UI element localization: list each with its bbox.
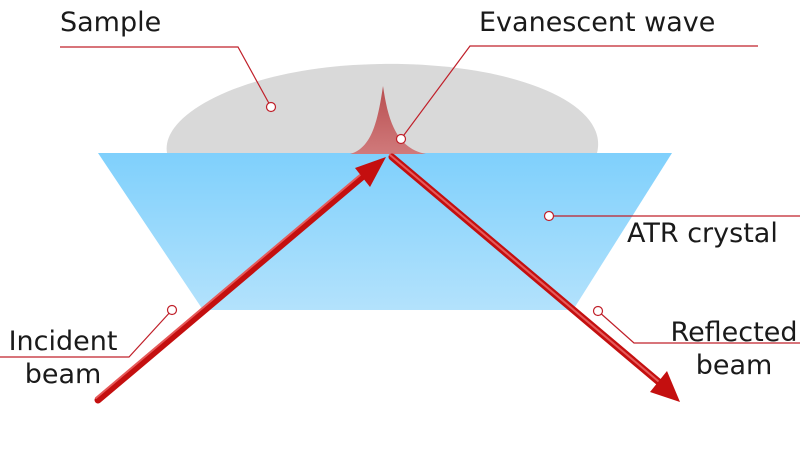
incident-beam-label: Incident beam bbox=[0, 325, 129, 391]
reflected-leader-dot bbox=[592, 305, 604, 317]
sample-leader-dot bbox=[265, 101, 277, 113]
reflected-beam-arrow bbox=[388, 153, 680, 402]
reflected-beam-label-line1: Reflected bbox=[670, 317, 798, 348]
incident-leader-line bbox=[0, 309, 173, 358]
reflected-beam-label-line2: beam bbox=[695, 350, 773, 381]
evanescent-wave-label: Evanescent wave bbox=[479, 7, 716, 38]
sample-leader-line bbox=[60, 46, 272, 108]
crystal-leader-dot bbox=[543, 210, 555, 222]
incident-beam-arrow bbox=[94, 157, 386, 404]
reflected-leader-line bbox=[597, 310, 800, 344]
sample-label: Sample bbox=[60, 7, 162, 38]
incident-leader-dot bbox=[166, 304, 178, 316]
incident-beam-label-line1: Incident bbox=[8, 326, 118, 357]
evanescent-leader-line bbox=[400, 45, 758, 140]
incident-beam-label-line2: beam bbox=[24, 359, 102, 390]
atr-crystal bbox=[98, 153, 672, 310]
atr-crystal-label: ATR crystal bbox=[627, 218, 778, 249]
reflected-beam-label: Reflected beam bbox=[661, 316, 800, 382]
evanescent-wave bbox=[350, 86, 426, 154]
evanescent-leader-dot bbox=[395, 133, 407, 145]
